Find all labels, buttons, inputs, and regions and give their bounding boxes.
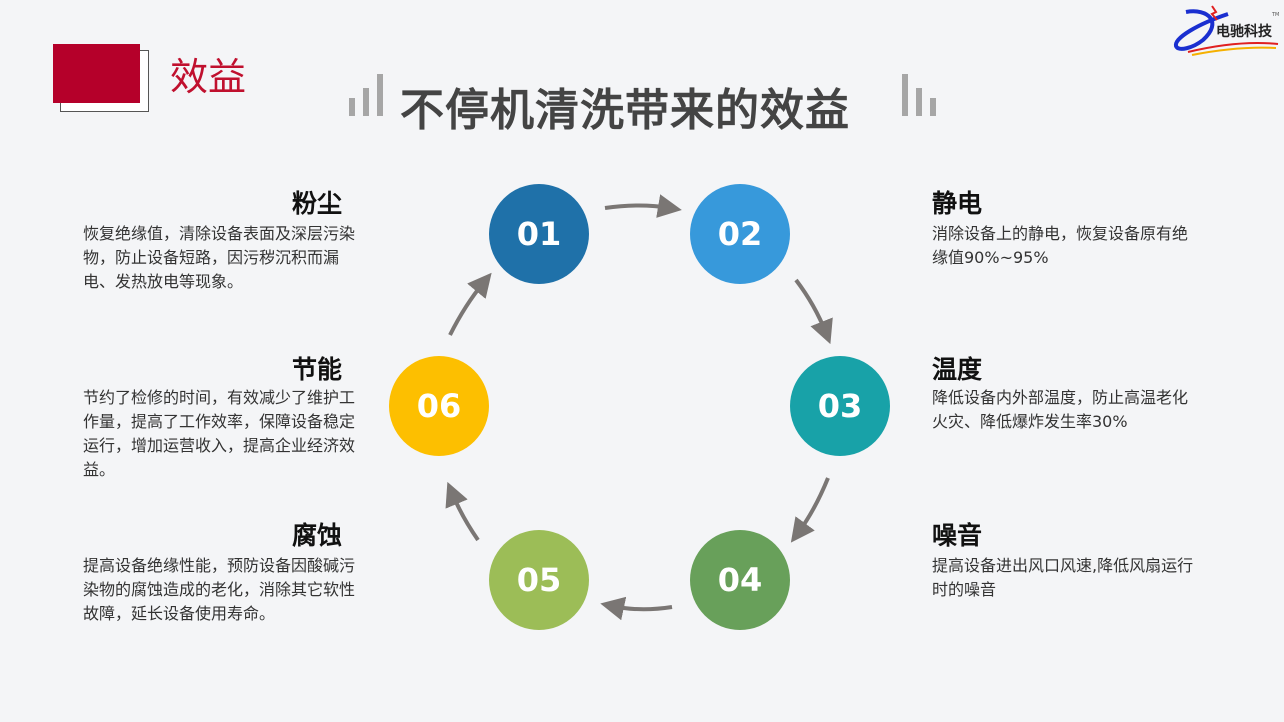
step-desc-03: 降低设备内外部温度，防止高温老化火灾、降低爆炸发生率30%: [932, 388, 1189, 431]
step-title-02: 静电: [932, 189, 983, 218]
step-title-06: 节能: [292, 355, 343, 384]
step-title-03: 温度: [932, 355, 983, 384]
step-title-01: 粉尘: [292, 189, 343, 218]
step-desc-05: 提高设备绝缘性能，预防设备因酸碱污染物的腐蚀造成的老化，消除其它软性故障，延长设…: [83, 556, 356, 623]
svg-text:电驰科技: 电驰科技: [1216, 23, 1273, 40]
step-desc-06: 节约了检修的时间，有效减少了维护工作量，提高了工作效率，保障设备稳定运行，增加运…: [83, 388, 356, 479]
step-circle-02: 02: [690, 184, 790, 284]
step-desc-01: 恢复绝缘值，清除设备表面及深层污染物，防止设备短路，因污秽沉积而漏电、发热放电等…: [83, 224, 356, 291]
section-label: 效益: [170, 55, 247, 99]
step-circle-03: 03: [790, 356, 890, 456]
step-circle-06: 06: [389, 356, 489, 456]
company-logo: 电驰科技 TM: [1168, 2, 1284, 58]
step-desc-02: 消除设备上的静电，恢复设备原有绝缘值90%~95%: [932, 224, 1189, 267]
page-title: 不停机清洗带来的效益: [400, 85, 850, 136]
step-title-04: 噪音: [932, 521, 983, 550]
step-title-05: 腐蚀: [292, 521, 343, 550]
svg-text:TM: TM: [1271, 12, 1279, 18]
step-circle-05: 05: [489, 530, 589, 630]
step-circle-01: 01: [489, 184, 589, 284]
section-box: [53, 44, 140, 103]
step-desc-04: 提高设备进出风口风速,降低风扇运行时的噪音: [932, 556, 1194, 599]
step-circle-04: 04: [690, 530, 790, 630]
